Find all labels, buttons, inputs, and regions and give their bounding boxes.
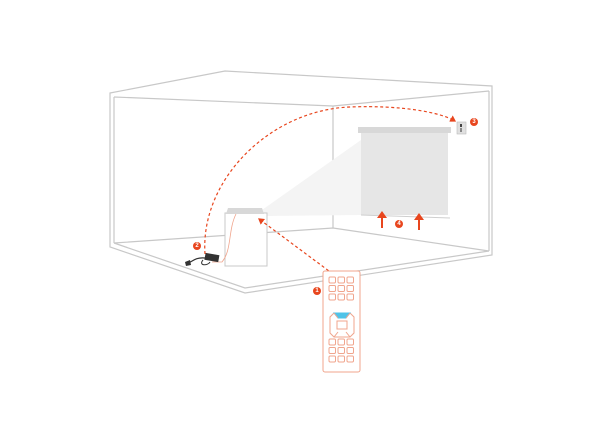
remote-key: [337, 355, 345, 363]
step-badge-1: 1: [313, 287, 321, 295]
wall-switch: [456, 121, 467, 135]
remote-key: [337, 285, 345, 292]
floor-back: [113, 227, 490, 252]
step-badge-4: 4: [395, 220, 403, 228]
dpad: [329, 312, 355, 338]
remote-key: [346, 285, 354, 292]
remote-key: [337, 347, 345, 354]
svg-text:3: 3: [472, 119, 476, 125]
remote-key: [346, 355, 354, 363]
svg-text:1: 1: [315, 288, 319, 294]
remote-key: [346, 347, 354, 354]
remote-key: [328, 285, 336, 292]
remote-key: [328, 293, 336, 301]
signal-path-to-switch: [204, 106, 457, 255]
remote-key: [346, 293, 354, 301]
keypad-top: [328, 276, 354, 301]
step-badge-3: 3: [470, 118, 478, 126]
remote-key: [337, 293, 345, 301]
raise-arrows: [377, 211, 424, 230]
projector-screen: [358, 127, 451, 219]
svg-text:2: 2: [195, 243, 199, 249]
step-badge-2: 2: [193, 242, 201, 250]
outer-frame: [109, 70, 493, 294]
screen-housing: [358, 127, 451, 133]
projection-beam: [262, 140, 361, 216]
floor-front: [113, 242, 490, 289]
room-outline: [109, 70, 493, 294]
screen-surface: [361, 133, 448, 215]
keypad-bottom: [328, 338, 354, 363]
remote-key: [337, 338, 345, 346]
remote-control: [322, 270, 361, 373]
signal-path-to-projector: [258, 218, 334, 275]
remote-key: [328, 347, 336, 354]
projector-cabinet: [212, 208, 268, 267]
svg-text:4: 4: [397, 221, 401, 227]
remote-key: [328, 355, 336, 363]
remote-key: [328, 338, 336, 346]
power-adapter: [185, 252, 220, 266]
remote-key: [337, 276, 345, 284]
projector-unit: [226, 208, 264, 214]
remote-key: [328, 276, 336, 284]
remote-key: [346, 276, 354, 284]
remote-key: [346, 338, 354, 346]
power-cable: [212, 213, 237, 263]
inner-ceiling: [113, 90, 490, 107]
